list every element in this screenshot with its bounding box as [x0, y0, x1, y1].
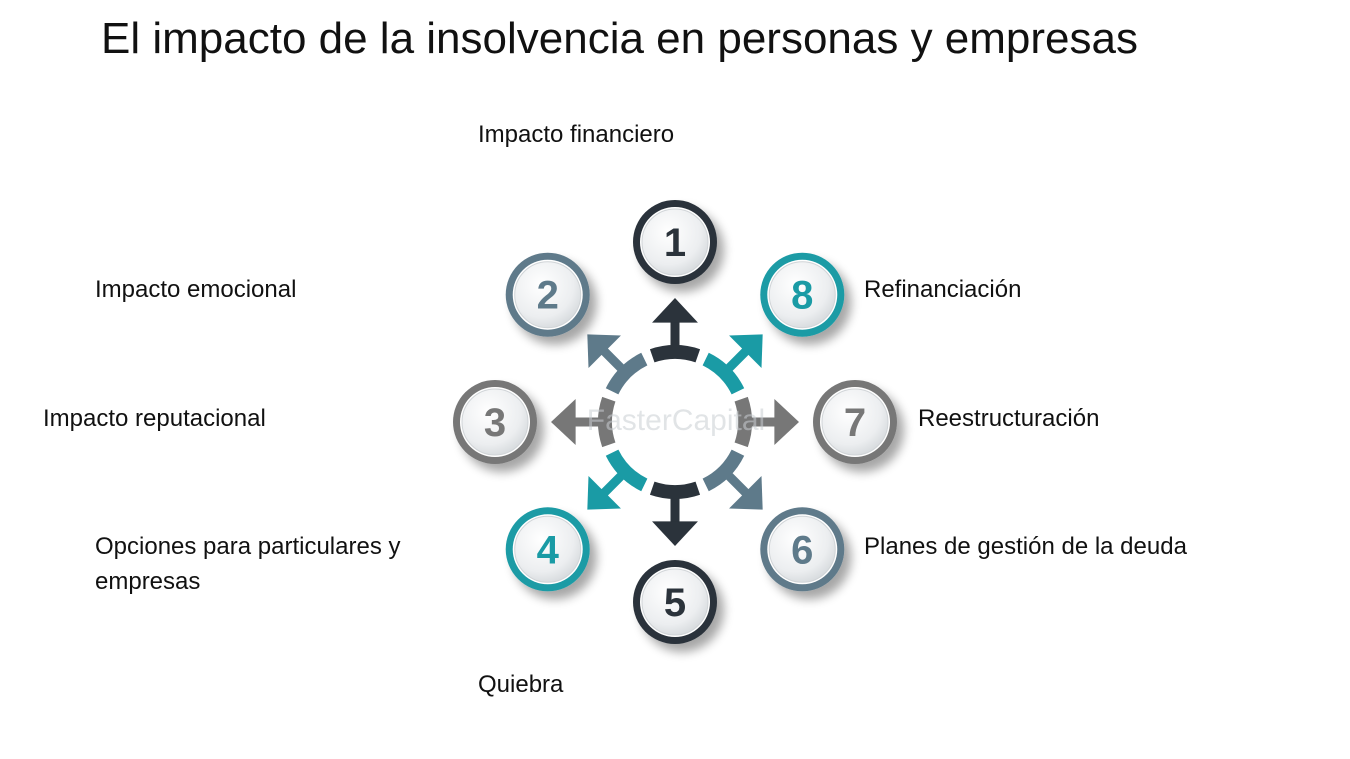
node-number-2: 2 [537, 274, 559, 318]
label-node-8: Refinanciación [864, 276, 1022, 303]
node-number-5: 5 [664, 581, 686, 625]
arrow-head-7 [774, 399, 799, 445]
node-face-2 [514, 261, 582, 329]
watermark: FasterCapital [587, 404, 765, 437]
node-8: 8 [760, 252, 845, 337]
arrow-shaft-2 [598, 345, 625, 372]
label-node-1: Impacto financiero [478, 121, 675, 148]
label-node-3: Impacto reputacional [43, 405, 266, 432]
node-5: 5 [633, 560, 717, 644]
node-number-6: 6 [791, 528, 813, 572]
node-face-4 [514, 515, 582, 583]
node-number-3: 3 [484, 401, 506, 445]
nodes: 1 2 3 4 5 6 7 8 [453, 200, 897, 644]
arrow-head-1 [652, 298, 698, 323]
arrow-shaft-6 [725, 472, 752, 499]
node-3: 3 [453, 380, 537, 464]
page-title: El impacto de la insolvencia en personas… [101, 14, 1138, 63]
node-number-7: 7 [844, 401, 866, 445]
label-node-6: Planes de gestión de la deuda [864, 533, 1187, 560]
hub-segment-1 [649, 345, 701, 363]
node-4: 4 [505, 507, 590, 592]
hub-segment-2 [605, 352, 648, 395]
node-number-1: 1 [664, 221, 686, 265]
node-2: 2 [505, 252, 590, 337]
arrow-shaft-4 [598, 472, 625, 499]
hub [551, 298, 799, 546]
arrow-head-4 [587, 476, 621, 510]
label-node-4: Opciones para particulares y empresas [95, 533, 401, 595]
arrow-head-5 [652, 521, 698, 546]
node-number-4: 4 [537, 528, 560, 572]
label-node-2: Impacto emocional [95, 276, 297, 303]
node-face-1 [641, 208, 709, 276]
node-number-8: 8 [791, 274, 813, 318]
node-face-8 [768, 261, 836, 329]
hub-segment-3 [598, 396, 616, 448]
hub-segment-7 [734, 396, 752, 448]
node-face-3 [461, 388, 529, 456]
node-6: 6 [760, 507, 845, 592]
hub-segment-6 [702, 449, 745, 492]
node-face-7 [821, 388, 889, 456]
arrow-head-6 [729, 476, 763, 510]
arrow-shaft-8 [725, 345, 752, 372]
node-face-5 [641, 568, 709, 636]
node-face-6 [768, 515, 836, 583]
node-7: 7 [813, 380, 897, 464]
arrow-head-2 [587, 334, 621, 368]
hub-segment-8 [702, 352, 745, 395]
arrow-head-8 [729, 334, 763, 368]
node-1: 1 [633, 200, 717, 284]
hub-segment-5 [649, 481, 701, 499]
hub-segment-4 [605, 449, 648, 492]
arrow-head-3 [551, 399, 576, 445]
label-node-5: Quiebra [478, 671, 564, 698]
label-node-7: Reestructuración [918, 405, 1100, 432]
